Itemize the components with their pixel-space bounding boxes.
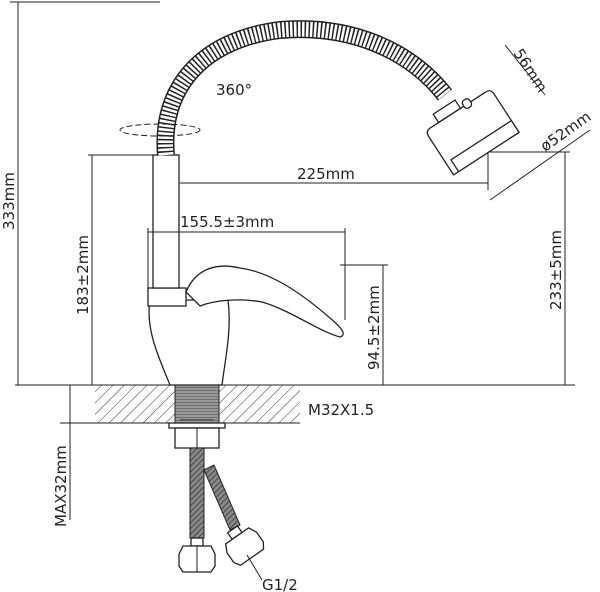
total-height-label: 333mm (0, 172, 18, 230)
thread-label: M32X1.5 (308, 401, 374, 419)
spray-head (426, 90, 520, 176)
body-height-label: 183±2mm (74, 235, 92, 315)
connector-label: G1/2 (262, 576, 298, 592)
countertop (15, 384, 575, 424)
handle-reach-label: 155.5±3mm (180, 213, 274, 231)
handle-lever (185, 265, 344, 338)
handle-height-label: 94.5±2mm (365, 285, 383, 370)
spout-height-label: 233±5mm (547, 230, 565, 310)
rotation-indicator (119, 123, 201, 137)
head-diameter-label: ø52mm (537, 108, 594, 156)
spout-reach-label: 225mm (297, 165, 355, 183)
mounting-nut (168, 422, 226, 449)
supply-hoses (178, 447, 265, 581)
dimension-lines (10, 1, 591, 520)
mounting-thread (174, 384, 220, 424)
head-length-label: 56mm (510, 45, 551, 95)
max-thickness-label: MAX32mm (52, 445, 70, 527)
rotation-label: 360° (216, 81, 252, 99)
